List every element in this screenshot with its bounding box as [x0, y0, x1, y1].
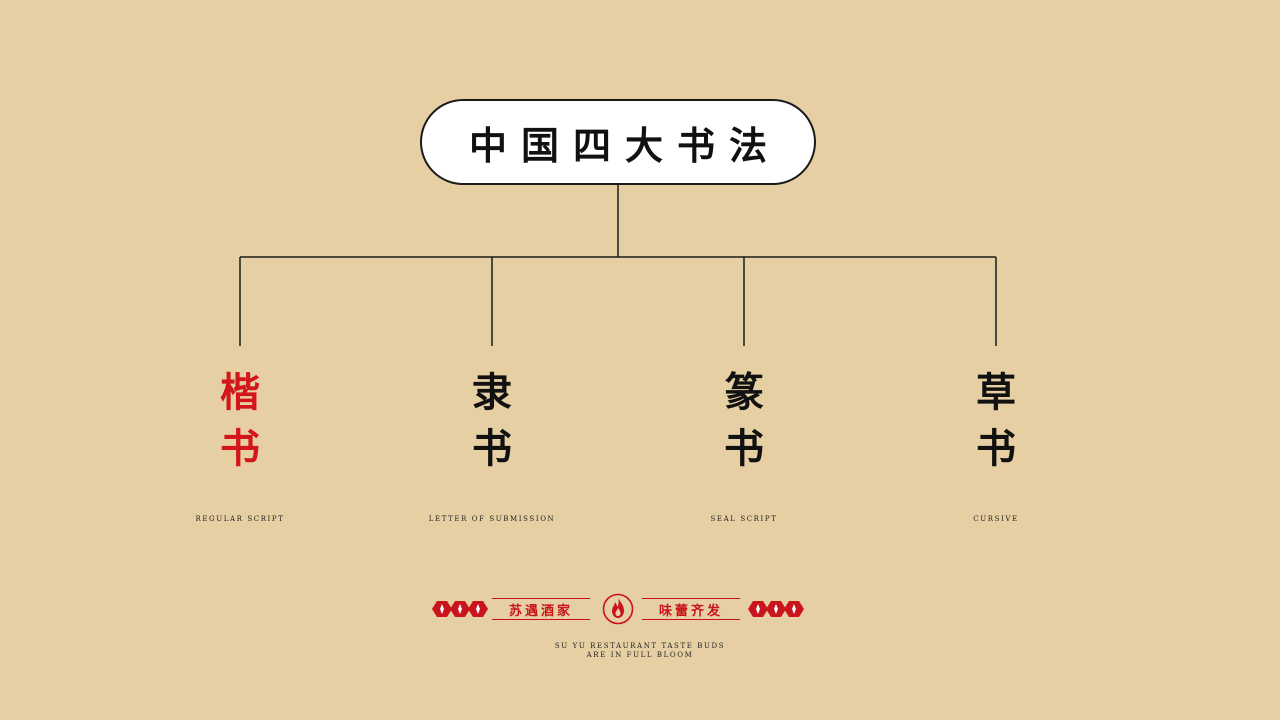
- branch-regular-script: 楷 书 REGULAR SCRIPT: [160, 365, 320, 523]
- branch-cursive-script: 草 书 CURSIVE: [916, 365, 1076, 523]
- branch-seal-script: 篆 书 SEAL SCRIPT: [664, 365, 824, 523]
- branch-char-1: 草: [976, 369, 1016, 416]
- branch-char-2: 书: [724, 425, 764, 472]
- brand-name-tag: 苏遇酒家: [492, 598, 590, 620]
- brand-slogan-tag: 味蕾齐发: [642, 598, 740, 620]
- branch-char-1: 篆: [724, 369, 764, 416]
- branch-english-label: CURSIVE: [973, 515, 1019, 523]
- branch-english-label: LETTER OF SUBMISSION: [428, 515, 556, 523]
- branch-clerical-script: 隶 书 LETTER OF SUBMISSION: [412, 365, 572, 523]
- slogan-line-1: SU YU RESTAURANT TASTE BUDS: [554, 642, 726, 650]
- branch-char-2: 书: [472, 425, 512, 472]
- branch-english-label: REGULAR SCRIPT: [195, 515, 285, 523]
- flame-emblem-icon: [602, 593, 634, 625]
- branch-char-2: 书: [976, 425, 1016, 472]
- slogan-line-2: ARE IN FULL BLOOM: [586, 651, 694, 659]
- footer-logo: 苏遇酒家 味蕾齐发 SU YU RESTAURANT TASTE BUDS AR…: [0, 592, 1280, 659]
- branch-char-1: 楷: [220, 369, 260, 416]
- root-title: 中国四大书法: [468, 122, 781, 168]
- ornament-left-icon: [432, 601, 488, 617]
- branch-char-1: 隶: [472, 369, 512, 416]
- root-node: 中国四大书法: [420, 99, 816, 185]
- ornament-right-icon: [748, 601, 804, 617]
- branch-english-label: SEAL SCRIPT: [710, 515, 778, 523]
- branch-char-2: 书: [220, 425, 260, 472]
